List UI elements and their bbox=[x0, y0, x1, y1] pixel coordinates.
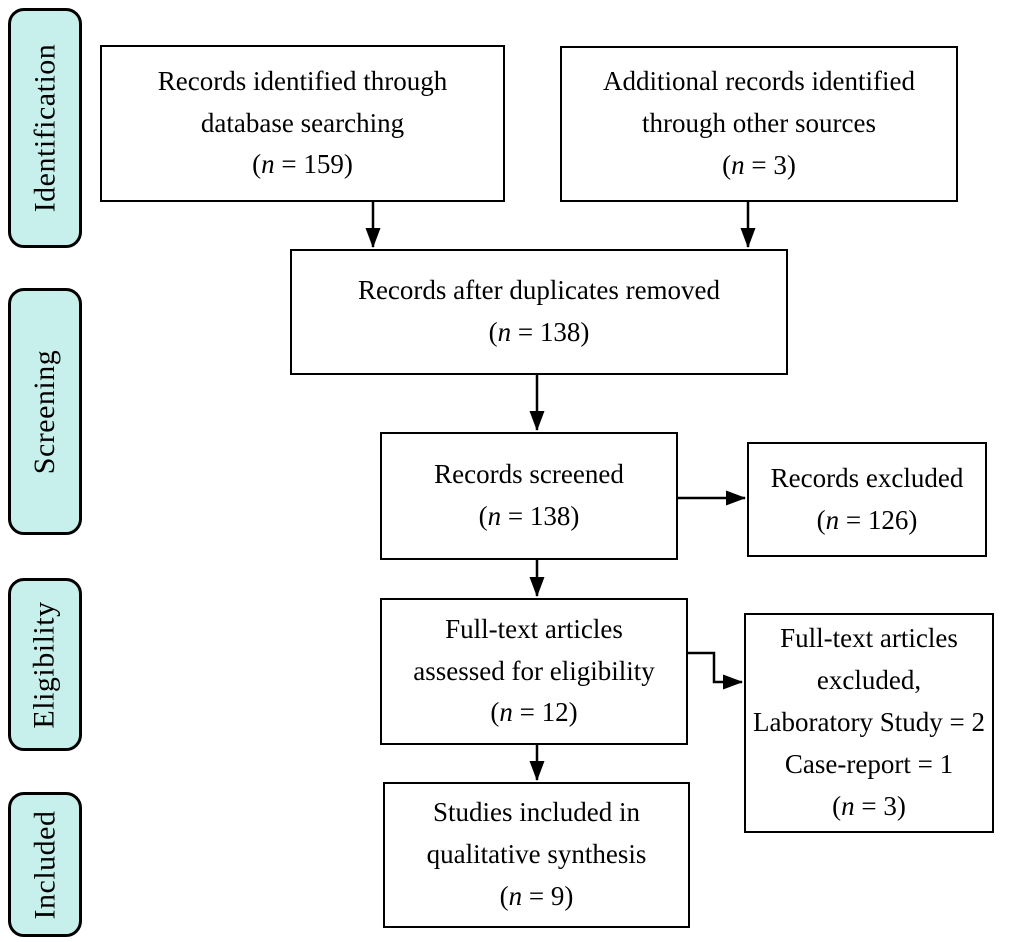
box-fulltext-assessed: Full-text articles assessed for eligibili… bbox=[380, 598, 688, 745]
box-text-line: database searching bbox=[200, 107, 405, 138]
box-text-line: Full-text articles bbox=[780, 623, 958, 654]
box-text-line: Case-report = 1 bbox=[784, 748, 954, 779]
box-text-line: (n = 9) bbox=[499, 880, 574, 911]
box-text-line: qualitative synthesis bbox=[426, 839, 647, 870]
box-records-excluded: Records excluded (n = 126) bbox=[747, 442, 987, 557]
box-records-identified: Records identified through database searc… bbox=[100, 45, 505, 202]
stage-label-identification-text: Identification bbox=[28, 43, 62, 213]
box-text-line: Studies included in bbox=[433, 797, 640, 828]
box-text-line: (n = 3) bbox=[832, 790, 906, 821]
box-duplicates-removed: Records after duplicates removed (n = 138… bbox=[290, 249, 788, 375]
box-text-line: (n = 126) bbox=[816, 504, 918, 535]
box-text-line: (n = 138) bbox=[488, 317, 590, 347]
box-text-line: Laboratory Study = 2 bbox=[753, 707, 985, 738]
box-text-line: assessed for eligibility bbox=[413, 655, 655, 686]
box-text-line: Additional records identified bbox=[603, 66, 915, 97]
stage-label-included: Included bbox=[8, 792, 82, 937]
stage-label-screening: Screening bbox=[8, 288, 82, 535]
box-text-line: through other sources bbox=[642, 108, 876, 139]
stage-label-included-text: Included bbox=[28, 810, 61, 919]
box-text-line: excluded, bbox=[816, 665, 922, 696]
box-text-line: (n = 159) bbox=[252, 149, 353, 180]
box-text-line: (n = 12) bbox=[490, 697, 578, 728]
box-text-line: (n = 3) bbox=[722, 149, 796, 180]
box-text-line: Records excluded bbox=[770, 462, 964, 493]
box-fulltext-excluded: Full-text articles excluded, Laboratory St… bbox=[744, 613, 994, 833]
stage-label-eligibility-text: Eligibility bbox=[28, 600, 62, 729]
arrow-fulltext-to-fulltext-excluded bbox=[688, 651, 744, 690]
box-text-line: Records screened bbox=[434, 459, 624, 490]
box-text-line: (n = 138) bbox=[478, 501, 580, 531]
box-additional-records: Additional records identified through oth… bbox=[560, 46, 958, 202]
box-text-line: Records identified through bbox=[157, 65, 448, 96]
stage-label-screening-text: Screening bbox=[28, 349, 61, 474]
stage-label-eligibility: Eligibility bbox=[8, 578, 82, 751]
box-text-line: Records after duplicates removed bbox=[357, 275, 721, 306]
box-studies-included: Studies included in qualitative synthesis… bbox=[383, 782, 690, 928]
box-text-line: Full-text articles bbox=[445, 613, 623, 644]
box-records-screened: Records screened (n = 138) bbox=[380, 432, 678, 560]
stage-label-identification: Identification bbox=[8, 8, 82, 248]
